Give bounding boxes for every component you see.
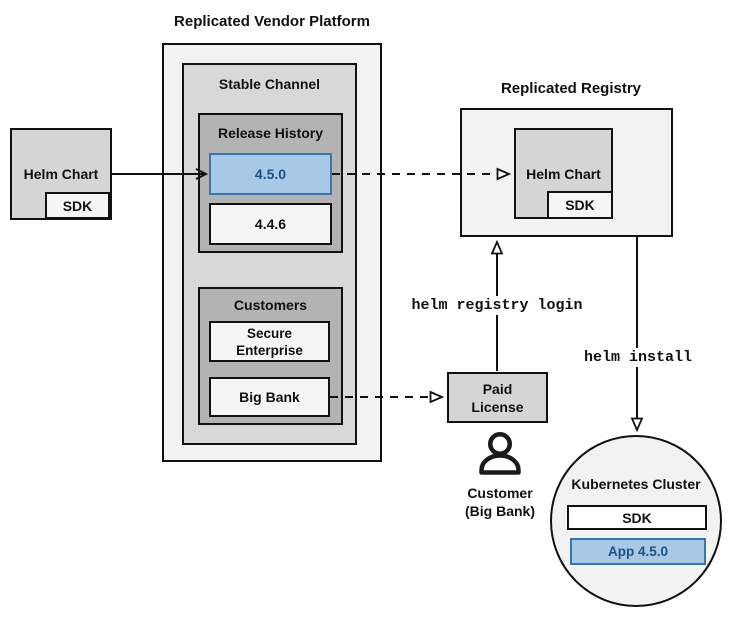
cluster-sdk-box: SDK [567,505,707,530]
secure-enterprise-label-line2: Enterprise [236,342,303,358]
paid-license-box: Paid License [447,372,548,423]
stable-channel-title: Stable Channel [218,76,321,92]
customers-title: Customers [233,297,308,313]
helm-install-label: helm install [578,348,698,367]
helm-chart-source-sdk-badge: SDK [45,192,110,219]
kubernetes-cluster-title: Kubernetes Cluster [571,476,701,492]
secure-enterprise-label-line1: Secure [246,325,293,341]
registry-title: Replicated Registry [500,80,642,97]
cluster-app-version-box: App 4.5.0 [570,538,706,565]
person-icon [479,432,521,475]
vendor-platform-title: Replicated Vendor Platform [174,13,370,30]
big-bank-box: Big Bank [209,377,330,417]
customer-caption-line1: Customer [467,485,533,501]
secure-enterprise-box: Secure Enterprise [209,321,330,362]
release-version-446-box: 4.4.6 [209,203,332,245]
customer-caption: Customer (Big Bank) [440,484,560,520]
paid-license-label-line1: Paid [482,380,513,397]
release-history-title: Release History [217,125,324,141]
release-version-450-box: 4.5.0 [209,153,332,195]
registry-sdk-badge: SDK [547,191,613,219]
customer-caption-line2: (Big Bank) [465,503,535,519]
helm-registry-login-label: helm registry login [404,296,590,315]
paid-license-label-line2: License [471,398,524,415]
